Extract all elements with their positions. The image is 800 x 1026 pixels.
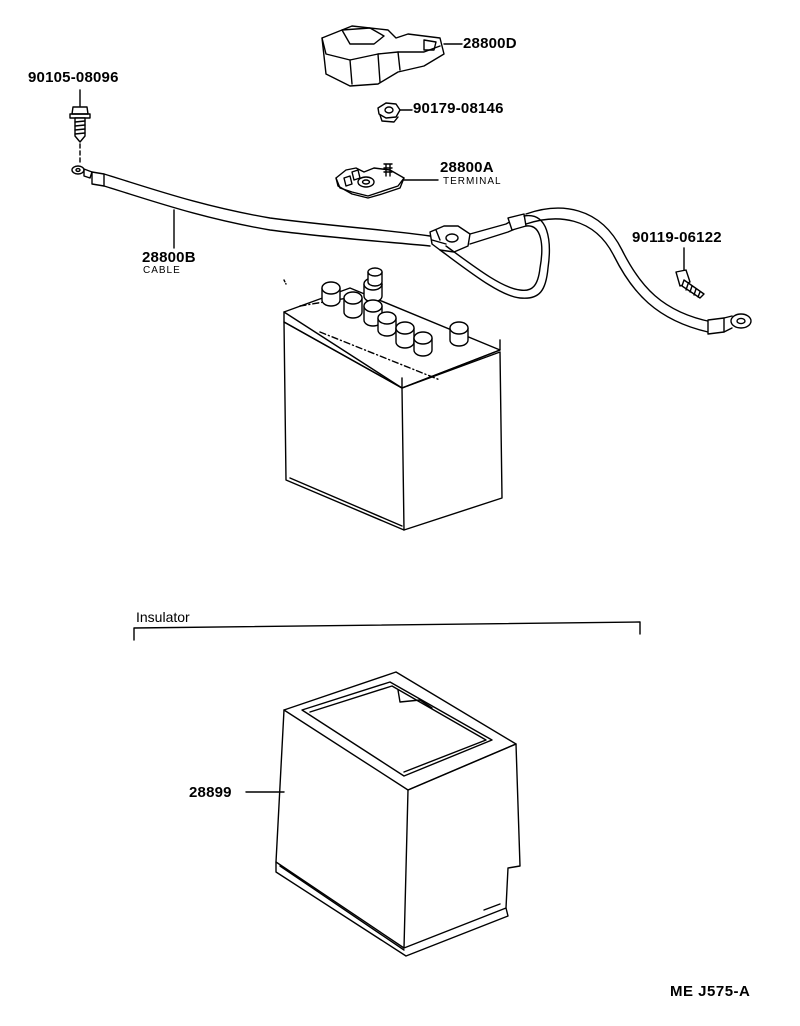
part-label-28800b: 28800B bbox=[142, 249, 196, 266]
part-label-28800a: 28800A bbox=[440, 159, 494, 176]
battery-part bbox=[284, 268, 502, 530]
part-label-90105-08096: 90105-08096 bbox=[28, 69, 119, 86]
right-bolt-part bbox=[676, 248, 704, 298]
insulator-box-part bbox=[246, 672, 520, 956]
terminal-cover-part bbox=[322, 26, 462, 86]
section-label-insulator: Insulator bbox=[136, 609, 190, 625]
part-sublabel-terminal: TERMINAL bbox=[443, 176, 502, 187]
part-sublabel-cable: CABLE bbox=[143, 265, 181, 276]
nut-part bbox=[378, 103, 412, 122]
battery-cable-part bbox=[72, 166, 751, 334]
part-label-28899: 28899 bbox=[189, 784, 232, 801]
part-label-90119-06122: 90119-06122 bbox=[632, 229, 722, 246]
part-label-90179-08146: 90179-08146 bbox=[413, 100, 504, 117]
diagram-code: ME J575-A bbox=[670, 983, 751, 1000]
terminal-part bbox=[336, 164, 438, 198]
insulator-bracket bbox=[134, 622, 640, 640]
part-label-28800d: 28800D bbox=[463, 35, 517, 52]
left-bolt-part bbox=[70, 90, 90, 162]
